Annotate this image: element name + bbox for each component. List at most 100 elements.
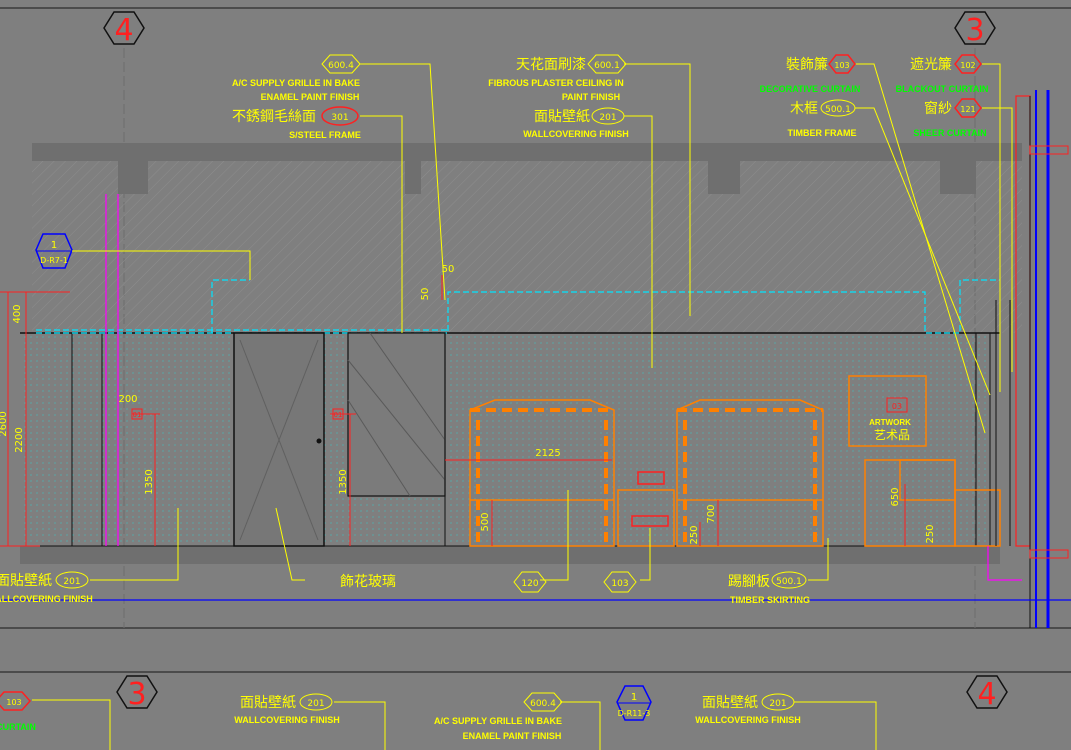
callout-en: A/C SUPPLY GRILLE IN BAKE [232, 78, 360, 88]
section-tag-top: 1 D-R7-1 [35, 233, 251, 280]
callout-en: S/STEEL FRAME [289, 130, 361, 140]
ceiling-soffit [32, 143, 1022, 333]
callout-en: TIMBER FRAME [788, 128, 857, 138]
dim-50: 50 [442, 264, 455, 275]
dim-400: 400 [12, 304, 23, 323]
callout-wallcovering-top: 面貼壁紙 201 WALLCOVERING FINISH [523, 107, 629, 139]
callout-deco-curtain: 裝飾簾 103 DECORATIVE CURTAIN [760, 54, 861, 94]
callout-cn: 不銹鋼毛絲面 [232, 109, 316, 125]
artwork-tag [886, 397, 908, 413]
dim-700: 700 [706, 504, 717, 523]
callout-blackout: 遮光簾 102 BLACKOUT CURTAIN [896, 54, 989, 94]
callout-code: 600.1 [594, 61, 620, 71]
bottom-strip: 103 CURTAIN 面貼壁紙 201 WALLCOVERING FINISH… [0, 691, 801, 741]
grid-marker-bottom-right: 4 [966, 675, 1008, 712]
callout-cn: 裝飾簾 [786, 57, 828, 73]
callout-en: BLACKOUT CURTAIN [896, 84, 989, 94]
callout-timber-frame: 木框 500.1 TIMBER FRAME [788, 99, 857, 138]
callout-artwork: 03 ARTWORK 艺术品 [869, 402, 911, 442]
grid-marker-label: 3 [127, 677, 146, 712]
ceiling-outline [36, 279, 1000, 334]
callout-item-103: 103 [603, 571, 637, 593]
dim-50: 50 [420, 288, 431, 301]
callout-cn: 面貼壁紙 [240, 695, 296, 711]
grid-marker-top-right: 3 [954, 11, 996, 48]
callout-code: 600.4 [530, 699, 556, 709]
callout-sheer: 窗紗 121 SHEER CURTAIN [913, 98, 987, 138]
callout-cn: 天花面刷漆 [516, 57, 586, 73]
callout-en: PAINT FINISH [562, 92, 620, 102]
switch-code: 01 [334, 411, 343, 419]
callout-wallcovering-bottom: 面貼壁紙 201 WALLCOVERING FINISH [0, 571, 93, 604]
callout-cn: 面貼壁紙 [534, 109, 590, 125]
dim-2125: 2125 [535, 448, 560, 459]
callout-cn: 木框 [790, 101, 818, 117]
artwork-frame [848, 375, 927, 447]
callout-steel-frame: 不銹鋼毛絲面 301 S/STEEL FRAME [232, 106, 361, 140]
window-curtains [995, 90, 1069, 628]
dim-500: 500 [480, 512, 491, 531]
callout-en: ENAMEL PAINT FINISH [463, 731, 562, 741]
wall-elevation [20, 332, 1000, 564]
dim-2600: 2600 [0, 411, 9, 436]
dimension-lines [0, 275, 906, 547]
dim-200: 200 [118, 394, 137, 405]
callout-code: 103 [834, 61, 849, 70]
switch-code: 01 [133, 411, 142, 419]
callout-code: 600.4 [328, 61, 354, 71]
callout-code: 121 [960, 105, 975, 114]
section-tag-number: 1 [51, 240, 57, 251]
callout-en: A/C SUPPLY GRILLE IN BAKE [434, 716, 562, 726]
callout-code: 103 [6, 698, 21, 707]
door [233, 332, 325, 547]
dim-2200: 2200 [14, 427, 25, 452]
callout-en: WALLCOVERING FINISH [0, 594, 93, 604]
grid-marker-top-left: 4 [103, 11, 145, 48]
dim-650: 650 [890, 487, 901, 506]
callout-cn: 面貼壁紙 [702, 695, 758, 711]
callout-en: SHEER CURTAIN [913, 128, 986, 138]
callout-ceiling: 天花面刷漆 600.1 FIBROUS PLASTER CEILING IN P… [488, 54, 627, 102]
callout-item-120: 120 [513, 571, 547, 593]
dim-1350: 1350 [338, 469, 349, 494]
callout-code: 201 [599, 113, 616, 123]
callout-code: 201 [63, 577, 80, 587]
callout-en: FIBROUS PLASTER CEILING IN [488, 78, 624, 88]
callout-en: ENAMEL PAINT FINISH [261, 92, 360, 102]
section-tag-ref: D-R7-1 [40, 256, 68, 265]
callout-code: 03 [892, 402, 902, 411]
callout-code: 103 [611, 579, 628, 589]
leader-lines [32, 63, 1013, 750]
section-tag-number: 1 [631, 692, 637, 703]
section-tag-ref: D-R11-3 [618, 709, 651, 718]
magenta-trim [105, 194, 1022, 581]
callout-code: 301 [331, 113, 348, 123]
decorative-glass-panel [347, 332, 446, 546]
callout-code: 201 [769, 699, 786, 709]
callout-en: CURTAIN [0, 722, 36, 732]
callout-en: WALLCOVERING FINISH [523, 129, 629, 139]
callout-skirting: 踢腳板 500.1 TIMBER SKIRTING [728, 571, 810, 605]
callout-cn: 窗紗 [924, 100, 952, 117]
switch-markers: 01 01 [131, 408, 344, 420]
bed-left [469, 399, 615, 547]
callout-ac-grille: 600.4 A/C SUPPLY GRILLE IN BAKE ENAMEL P… [232, 54, 361, 102]
callout-code: 120 [521, 579, 538, 589]
bed-right [676, 399, 824, 547]
nightstand [617, 471, 675, 547]
dim-250: 250 [689, 525, 700, 544]
grid-marker-label: 4 [977, 677, 996, 712]
callout-code: 500.1 [825, 105, 851, 115]
callout-deco-glass: 飾花玻璃 [340, 573, 396, 590]
dimension-labels: 400 2600 2200 200 1350 1350 50 50 2125 5… [0, 264, 936, 545]
callout-cn: 遮光簾 [910, 57, 952, 73]
callout-en: WALLCOVERING FINISH [234, 715, 340, 725]
callout-en: DECORATIVE CURTAIN [760, 84, 861, 94]
dim-250: 250 [925, 524, 936, 543]
callout-en: ARTWORK [869, 418, 911, 427]
callout-cn: 面貼壁紙 [0, 573, 52, 589]
callout-en: WALLCOVERING FINISH [695, 715, 801, 725]
callout-code: 500.1 [776, 577, 802, 587]
callout-code: 201 [307, 699, 324, 709]
grid-marker-bottom-left: 3 [116, 675, 158, 712]
